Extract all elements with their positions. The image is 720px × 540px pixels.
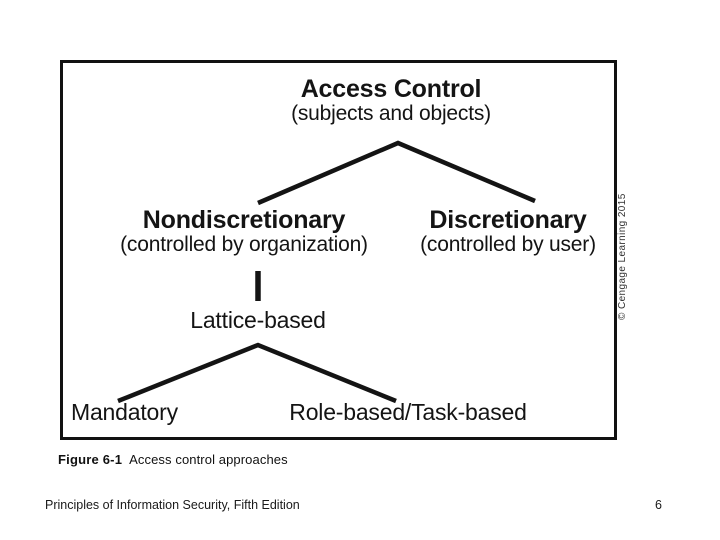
node-nondiscretionary-subtitle: (controlled by organization): [120, 233, 368, 256]
edge-access-to-nondiscretionary: [257, 140, 536, 206]
node-mandatory-title: Mandatory: [71, 399, 178, 425]
node-role-task-based-title: Role-based/Task-based: [289, 399, 527, 425]
node-access-control-subtitle: (subjects and objects): [291, 102, 491, 125]
edge-lattice-to-children: [117, 342, 397, 404]
diagram-connector-lines: [117, 140, 536, 404]
node-mandatory: Mandatory: [63, 399, 243, 426]
node-nondiscretionary: Nondiscretionary (controlled by organiza…: [99, 206, 389, 257]
figure-caption-label: Figure 6-1: [58, 452, 123, 467]
node-lattice-based: Lattice-based: [188, 307, 328, 334]
footer-bar: Principles of Information Security, Fift…: [0, 498, 720, 518]
footer-title: Principles of Information Security, Fift…: [45, 498, 300, 512]
node-discretionary: Discretionary (controlled by user): [403, 206, 613, 257]
node-access-control: Access Control (subjects and objects): [281, 75, 501, 126]
node-role-task-based: Role-based/Task-based: [268, 399, 548, 426]
node-nondiscretionary-title: Nondiscretionary: [142, 206, 346, 234]
footer-page-number: 6: [655, 498, 662, 512]
node-lattice-based-title: Lattice-based: [190, 307, 326, 333]
figure-caption: Figure 6-1 Access control approaches: [58, 452, 288, 467]
figure-frame: Access Control (subjects and objects) No…: [60, 60, 617, 440]
node-discretionary-subtitle: (controlled by user): [420, 233, 596, 256]
figure-caption-text: Access control approaches: [129, 452, 288, 467]
node-access-control-title: Access Control: [300, 75, 482, 103]
copyright-notice: © Cengage Learning 2015: [617, 193, 628, 320]
node-discretionary-title: Discretionary: [429, 206, 587, 234]
